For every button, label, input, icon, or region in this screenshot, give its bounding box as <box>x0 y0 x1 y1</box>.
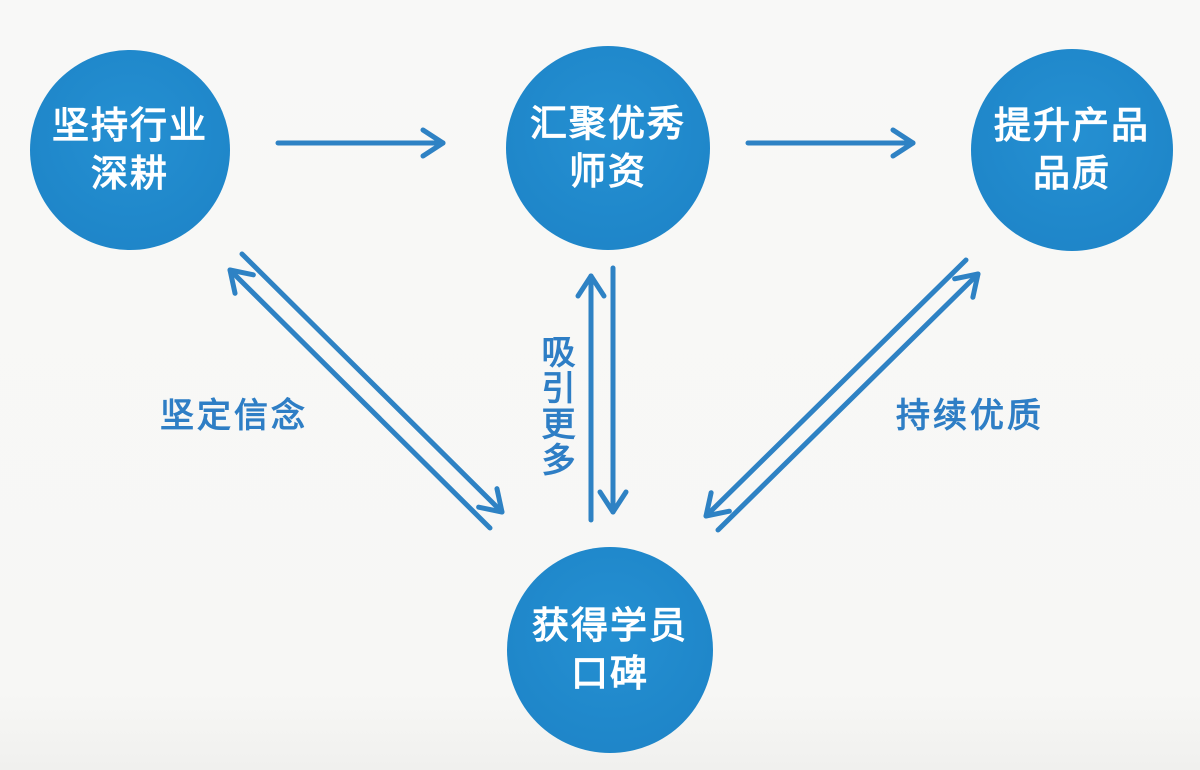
node-teachers-label-line2: 师资 <box>569 151 647 192</box>
edge-label-quality: 持续优质 <box>896 397 1044 435</box>
node-product-label-line2: 品质 <box>1033 153 1111 194</box>
node-reputation-label-line1: 获得学员 <box>532 605 688 646</box>
node-reputation-label-line2: 口碑 <box>571 653 649 694</box>
node-product: 提升产品 品质 <box>971 49 1173 251</box>
edge-label-attract: 吸引更多 <box>536 334 574 478</box>
node-reputation: 获得学员 口碑 <box>507 547 713 753</box>
node-teachers-label-line1: 汇聚优秀 <box>530 103 686 144</box>
node-teachers: 汇聚优秀 师资 <box>506 46 710 250</box>
node-industry-label-line1: 坚持行业 <box>52 105 208 146</box>
node-product-label-line1: 提升产品 <box>994 105 1150 146</box>
node-industry: 坚持行业 深耕 <box>30 50 230 250</box>
node-industry-label-line2: 深耕 <box>91 153 169 194</box>
edge-label-belief: 坚定信念 <box>160 397 308 435</box>
arrow-industry-to-reputation <box>239 251 505 515</box>
